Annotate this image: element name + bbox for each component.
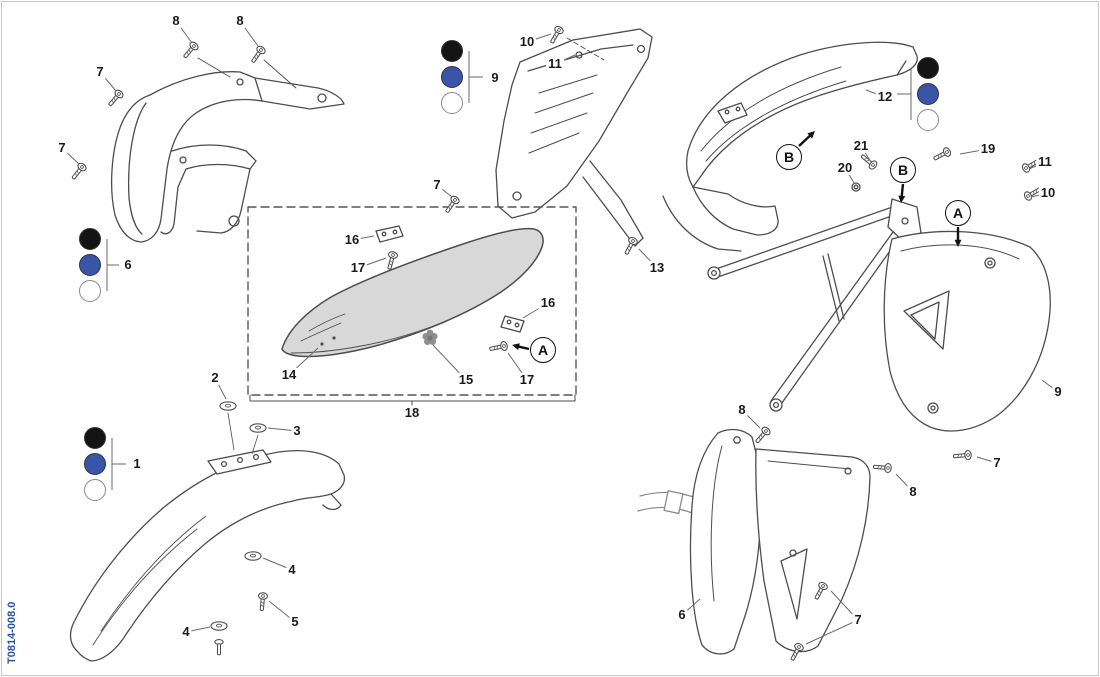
callout-2: 2 <box>209 369 221 386</box>
callout-10: 10 <box>517 33 537 50</box>
color-swatch-blue <box>79 254 101 276</box>
headlight-mask-drawing <box>110 57 345 243</box>
view-badge-b: B <box>890 157 916 183</box>
callout-8: 8 <box>234 12 246 29</box>
color-swatch-blue <box>441 66 463 88</box>
callout-4: 4 <box>286 561 298 578</box>
callout-19: 19 <box>978 140 998 157</box>
callout-8: 8 <box>907 483 919 500</box>
callout-21: 21 <box>851 137 871 154</box>
callout-16: 16 <box>342 231 362 248</box>
callout-12: 12 <box>875 88 895 105</box>
callout-7: 7 <box>94 63 106 80</box>
color-swatch-black <box>917 57 939 79</box>
callout-16: 16 <box>538 294 558 311</box>
pointer-arrowhead <box>807 131 815 139</box>
radiator-shrouds-pair-drawing <box>637 428 871 655</box>
view-badge-b: B <box>776 144 802 170</box>
seat-dashed-box <box>247 206 577 396</box>
callout-5: 5 <box>289 613 301 630</box>
callout-1: 1 <box>131 455 143 472</box>
subframe-drawing <box>707 182 922 412</box>
color-options-group <box>917 57 939 131</box>
callout-11: 11 <box>1036 153 1054 170</box>
callout-8: 8 <box>736 401 748 418</box>
callout-9: 9 <box>489 69 501 86</box>
callout-9: 9 <box>1052 383 1064 400</box>
pointer-arrowhead <box>954 239 962 247</box>
color-swatch-white <box>441 92 463 114</box>
callout-11: 11 <box>546 55 564 72</box>
callout-7: 7 <box>991 454 1003 471</box>
seat-logo-flower-icon <box>422 329 438 345</box>
color-swatch-white <box>917 109 939 131</box>
callout-20: 20 <box>835 159 855 176</box>
color-swatch-white <box>84 479 106 501</box>
pointer-arrowhead <box>898 195 906 203</box>
color-swatch-black <box>79 228 101 250</box>
color-swatch-white <box>79 280 101 302</box>
callout-6: 6 <box>676 606 688 623</box>
color-swatch-black <box>84 427 106 449</box>
callout-7: 7 <box>56 139 68 156</box>
rear-fender-drawing <box>662 41 918 252</box>
callout-8: 8 <box>170 12 182 29</box>
view-badge-a: A <box>945 200 971 226</box>
view-badge-a: A <box>530 337 556 363</box>
callout-3: 3 <box>291 422 303 439</box>
callout-13: 13 <box>647 259 667 276</box>
callout-17: 17 <box>348 259 368 276</box>
color-options-group <box>79 228 101 302</box>
callout-15: 15 <box>456 371 476 388</box>
pointer-arrowhead <box>512 343 520 351</box>
callout-18: 18 <box>402 404 422 421</box>
seat-drawing <box>247 206 577 406</box>
leader-line <box>805 619 859 645</box>
callout-7: 7 <box>431 176 443 193</box>
color-swatch-black <box>441 40 463 62</box>
diagram-code: T0814-008.0 <box>6 601 18 664</box>
callout-17: 17 <box>517 371 537 388</box>
callout-7: 7 <box>852 611 864 628</box>
color-swatch-blue <box>84 453 106 475</box>
side-panel-right-drawing <box>883 230 1051 432</box>
callout-14: 14 <box>279 366 299 383</box>
callout-6: 6 <box>122 256 134 273</box>
color-options-group <box>84 427 106 501</box>
pointer-arrow <box>798 133 813 147</box>
radiator-shroud-left-drawing <box>495 28 653 247</box>
callout-10: 10 <box>1038 184 1058 201</box>
front-fender-drawing <box>69 412 346 662</box>
callout-4: 4 <box>180 623 192 640</box>
color-options-group <box>441 40 463 114</box>
color-swatch-blue <box>917 83 939 105</box>
pointer-arrow <box>900 183 905 199</box>
